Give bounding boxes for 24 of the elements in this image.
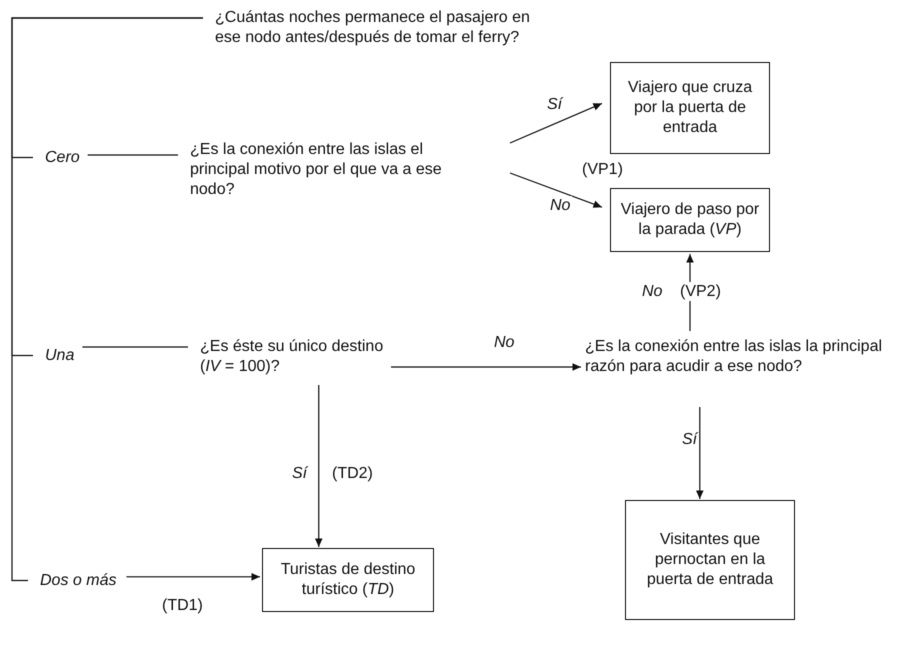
code-label: (TD2) bbox=[330, 464, 375, 484]
question-text: ¿Es éste su único destino (IV = 100)? bbox=[200, 337, 384, 377]
code-label: (VP2) bbox=[678, 282, 723, 302]
connector-line bbox=[11, 17, 203, 582]
question-text: ¿Es la conexión entre las islas el principal motivo por el que va a ese nodo? bbox=[190, 140, 443, 200]
arrow bbox=[510, 102, 602, 144]
code-label: (TD1) bbox=[160, 596, 205, 616]
branch-label: Dos o más bbox=[40, 572, 116, 589]
code-label: (VP1) bbox=[580, 160, 625, 180]
connector-line bbox=[82, 346, 188, 348]
arrow bbox=[391, 363, 581, 371]
branch-label: Una bbox=[45, 347, 74, 364]
arrow bbox=[314, 385, 323, 547]
arrow bbox=[510, 172, 602, 208]
question-text: ¿Cuántas noches permanece el pasajero en ese nodo antes/después de tomar el ferry? bbox=[215, 8, 531, 48]
process-box: Turistas de destino turístico (TD) bbox=[262, 548, 434, 612]
branch-label: Cero bbox=[45, 149, 80, 166]
process-box: Visitantes que pernoctan en la puerta de entrada bbox=[625, 500, 795, 620]
arrow bbox=[126, 572, 260, 581]
process-box: Viajero que cruza por la puerta de entrada bbox=[610, 62, 770, 154]
connector-line bbox=[88, 154, 178, 156]
arrow bbox=[696, 407, 704, 499]
process-box: Viajero de paso por la parada (VP) bbox=[610, 188, 770, 252]
question-text: ¿Es la conexión entre las islas la principal razón para acudir a ese nodo? bbox=[585, 337, 884, 377]
